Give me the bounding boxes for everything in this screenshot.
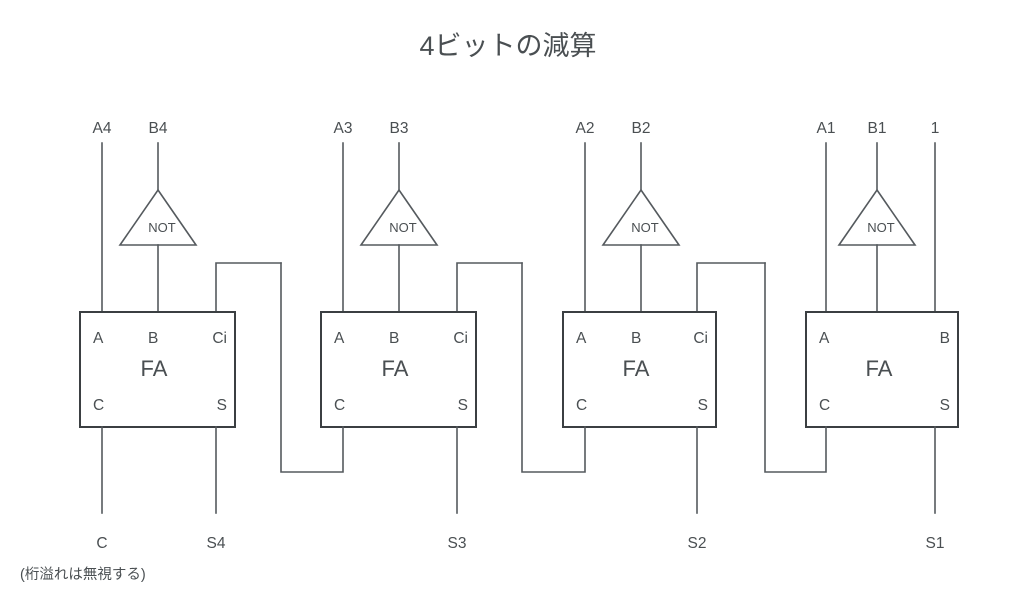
input-label-a2: A2 [576, 120, 595, 137]
input-label-a3: A3 [334, 120, 353, 137]
fa-pin-a-bit1: A [819, 330, 830, 347]
fa-label-bit1: FA [866, 356, 893, 381]
not-gate-label-bit1: NOT [867, 220, 895, 235]
fa-pin-b-bit4: B [148, 330, 158, 347]
not-gate-bit4 [118, 188, 198, 246]
fa-pin-c-bit2: C [576, 397, 587, 414]
not-gate-label-bit4: NOT [148, 220, 176, 235]
not-gate-label-bit2: NOT [631, 220, 659, 235]
input-label-b1: B1 [868, 120, 887, 137]
input-label-a1: A1 [817, 120, 836, 137]
wire-ci-bit2 [696, 262, 766, 313]
fa-box-bit3 [320, 311, 477, 428]
fa-pin-a-bit2: A [576, 330, 587, 347]
output-label-s1: S1 [926, 535, 945, 552]
input-label-one: 1 [931, 120, 940, 137]
fa-box-bit2 [562, 311, 717, 428]
fa-pin-ci-bit4: Ci [212, 330, 227, 347]
page-title: 4ビットの減算 [419, 31, 596, 61]
fa-pin-c-bit3: C [334, 397, 345, 414]
output-label-carry: C [96, 535, 107, 552]
fa-box-bit1 [805, 311, 959, 428]
wire-carry-bit1-to-bit2 [764, 262, 827, 473]
not-gate-bit2 [601, 188, 681, 246]
fa-pin-a-bit3: A [334, 330, 345, 347]
fa-pin-s-bit2: S [698, 397, 708, 414]
fa-pin-s-bit4: S [217, 397, 227, 414]
fa-pin-b-bit3: B [389, 330, 399, 347]
wire-ci-bit4 [215, 262, 282, 313]
fa-pin-a-bit4: A [93, 330, 104, 347]
overflow-note: (桁溢れは無視する) [20, 566, 146, 583]
wire-carry-bit2-to-bit3 [521, 262, 586, 473]
fa-pin-c-bit4: C [93, 397, 104, 414]
output-label-s4: S4 [207, 535, 226, 552]
fa-pin-ci-bit2: Ci [693, 330, 708, 347]
fa-label-bit4: FA [141, 356, 168, 381]
fa-pin-ci-bit3: Ci [453, 330, 468, 347]
not-gate-bit1 [837, 188, 917, 246]
input-label-b3: B3 [390, 120, 409, 137]
output-label-s2: S2 [688, 535, 707, 552]
fa-pin-b-bit1: B [940, 330, 950, 347]
input-label-a4: A4 [93, 120, 112, 137]
fa-box-bit4 [79, 311, 236, 428]
fa-pin-c-bit1: C [819, 397, 830, 414]
output-label-s3: S3 [448, 535, 467, 552]
input-label-b2: B2 [632, 120, 651, 137]
fa-label-bit3: FA [382, 356, 409, 381]
input-label-b4: B4 [149, 120, 168, 137]
fa-pin-b-bit2: B [631, 330, 641, 347]
not-gate-label-bit3: NOT [389, 220, 417, 235]
fa-label-bit2: FA [623, 356, 650, 381]
not-gate-bit3 [359, 188, 439, 246]
fa-pin-s-bit1: S [940, 397, 950, 414]
wire-carry-bit3-to-bit4 [280, 262, 344, 473]
wire-ci-bit3 [456, 262, 523, 313]
fa-pin-s-bit3: S [458, 397, 468, 414]
